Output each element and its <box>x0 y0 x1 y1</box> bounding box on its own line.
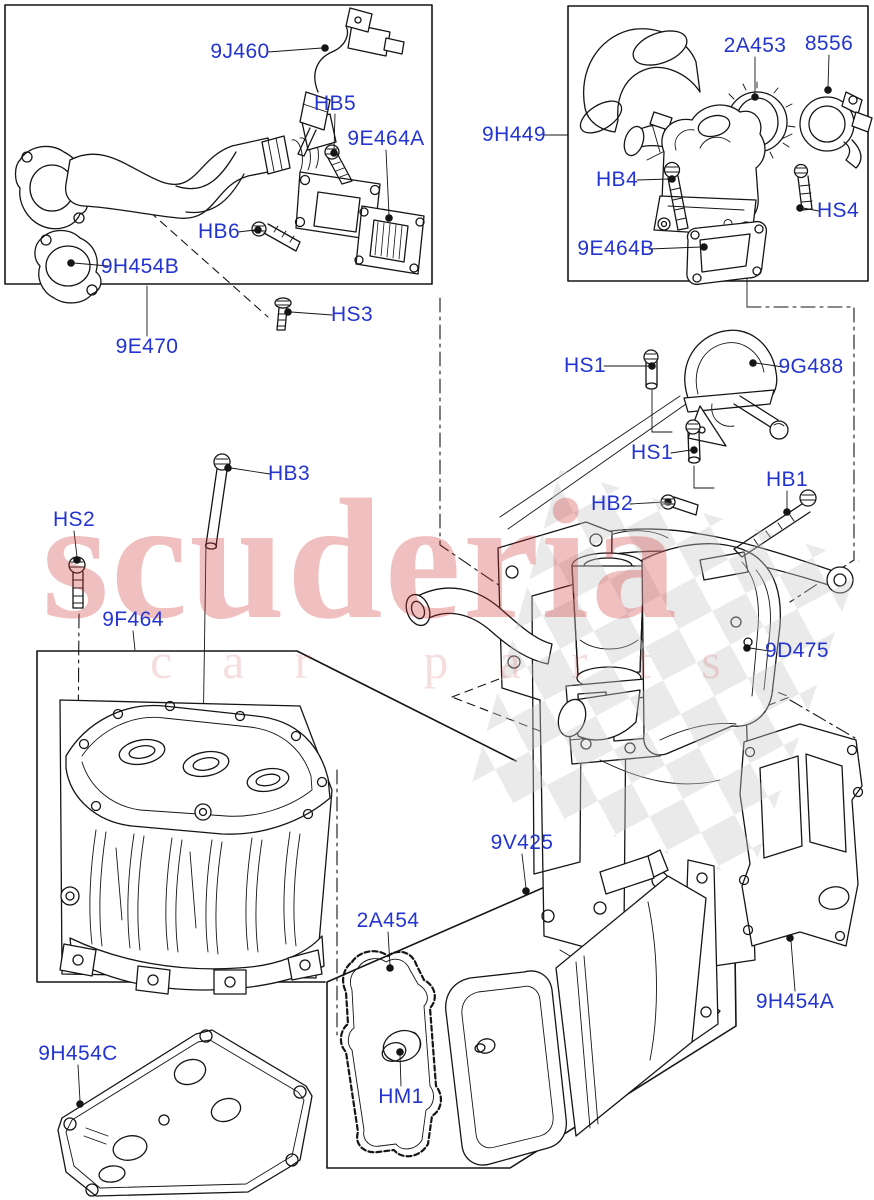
part-label-9d475: 9D475 <box>765 639 829 662</box>
exhaust-sensor <box>297 7 405 157</box>
cooler-box-parts <box>339 855 719 1166</box>
part-label-9h449: 9H449 <box>482 123 546 146</box>
part-label-9e464a: 9E464A <box>347 127 425 150</box>
part-label-2a454: 2A454 <box>356 909 420 932</box>
clamp-8556 <box>799 91 873 169</box>
part-label-hb5: HB5 <box>313 92 357 115</box>
part-label-hb4: HB4 <box>595 168 639 191</box>
gasket-9h454a <box>738 723 864 947</box>
bolt-hs2 <box>68 556 86 609</box>
part-label-9h454b: 9H454B <box>100 255 180 278</box>
gasket-9h454b <box>34 229 102 304</box>
bolt-hs1-upper <box>643 349 659 390</box>
bolt-hs1-lower <box>685 419 701 464</box>
part-label-8556: 8556 <box>804 32 854 55</box>
downpipe <box>64 137 279 219</box>
part-label-hs1-upper: HS1 <box>563 354 607 377</box>
bolt-hs4 <box>793 163 813 211</box>
part-label-9g488: 9G488 <box>778 355 844 378</box>
part-label-hs1-lower: HS1 <box>630 441 674 464</box>
part-label-9e470: 9E470 <box>115 335 179 358</box>
gasket-2a454 <box>339 950 442 1158</box>
screw-hs3 <box>274 297 292 331</box>
gasket-9e464b <box>686 219 768 286</box>
part-label-9h454c: 9H454C <box>38 1042 118 1065</box>
part-label-hs3: HS3 <box>330 303 374 326</box>
part-label-hb2: HB2 <box>590 492 634 515</box>
bolt-hb6 <box>251 221 301 252</box>
part-label-hm1: HM1 <box>378 1085 424 1108</box>
exhaust-pipe-assembly <box>14 7 425 331</box>
part-label-hb6: HB6 <box>197 220 241 243</box>
part-label-hs4: HS4 <box>816 199 860 222</box>
hose-assembly <box>579 28 873 286</box>
part-label-9e464b: 9E464B <box>577 237 655 260</box>
vacuum-actuator-9g488 <box>683 329 789 447</box>
leader-lines <box>67 44 832 1108</box>
plug-hm1 <box>381 1029 422 1063</box>
cooler-end-cap <box>445 970 568 1166</box>
part-label-9h454a: 9H454A <box>755 990 835 1013</box>
intake-manifold <box>59 699 333 995</box>
part-label-hb1: HB1 <box>765 468 809 491</box>
part-label-hs2: HS2 <box>52 508 96 531</box>
part-label-9v425: 9V425 <box>490 831 554 854</box>
part-label-9f464: 9F464 <box>102 608 164 631</box>
part-label-hb3: HB3 <box>267 462 311 485</box>
box-exhaust-pipe <box>4 4 433 285</box>
bolt-hb4 <box>663 161 689 231</box>
part-label-9j460: 9J460 <box>210 40 270 63</box>
gasket-9h454c <box>57 1029 313 1197</box>
part-label-2a453: 2A453 <box>723 34 787 57</box>
